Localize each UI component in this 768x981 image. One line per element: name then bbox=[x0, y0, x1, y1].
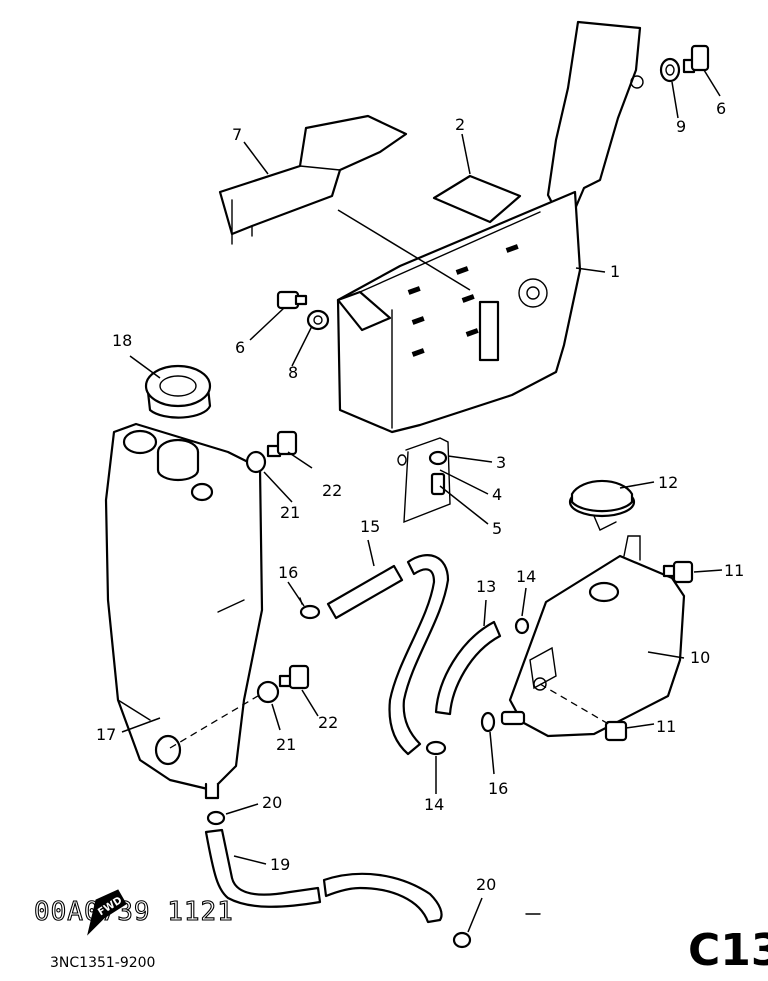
bolt-part-6-left bbox=[276, 290, 308, 310]
reservoir-cap-part-12 bbox=[568, 479, 636, 531]
radiator-cap-part-18 bbox=[144, 364, 212, 419]
hose-part-13 bbox=[434, 620, 502, 716]
hose-part-19-end bbox=[322, 872, 443, 924]
callout-11-upper: 11 bbox=[724, 561, 744, 580]
callout-18: 18 bbox=[112, 331, 132, 350]
callout-21-lower: 21 bbox=[276, 735, 296, 754]
callout-16-left: 16 bbox=[278, 563, 298, 582]
bolt-part-22-upper bbox=[266, 430, 298, 458]
callout-labels: 1 2 3 4 5 6 6 7 8 9 10 11 11 12 13 14 14… bbox=[96, 99, 744, 894]
clamp-part-20-lower bbox=[452, 931, 472, 949]
clamp-part-16-right bbox=[480, 711, 496, 733]
tank-mount-guide bbox=[169, 689, 269, 749]
callout-22-lower: 22 bbox=[318, 713, 338, 732]
collar-part-5 bbox=[430, 472, 446, 496]
leader-lines bbox=[121, 69, 723, 933]
hose-bend-part-15 bbox=[388, 554, 450, 756]
callout-7: 7 bbox=[232, 125, 242, 144]
callout-13: 13 bbox=[476, 577, 496, 596]
reservoir-tank-part-10 bbox=[500, 535, 686, 738]
clip-part-3 bbox=[397, 437, 451, 524]
callout-6-left: 6 bbox=[235, 338, 245, 357]
pad-part-2 bbox=[432, 174, 522, 224]
cover-guide-line bbox=[337, 209, 471, 291]
callout-3: 3 bbox=[496, 453, 506, 472]
reservoir-mount-guide bbox=[539, 683, 613, 727]
catalog-code: 3NC1351-9200 bbox=[50, 955, 155, 971]
callout-20-lower: 20 bbox=[476, 875, 496, 894]
radiator-bracket-part-1 bbox=[336, 20, 644, 434]
grommet-part-8 bbox=[306, 309, 330, 331]
callout-19: 19 bbox=[270, 855, 290, 874]
grommet-part-4 bbox=[428, 450, 448, 466]
cover-part-7 bbox=[218, 114, 408, 245]
callout-9: 9 bbox=[676, 117, 686, 136]
callout-6-top: 6 bbox=[716, 99, 726, 118]
callout-15: 15 bbox=[360, 517, 380, 536]
callout-10: 10 bbox=[690, 648, 710, 667]
washer-part-9 bbox=[659, 57, 681, 83]
hose-part-15 bbox=[326, 564, 404, 620]
callout-22-upper: 22 bbox=[322, 481, 342, 500]
hose-part-19 bbox=[204, 828, 322, 908]
page-id: C13 bbox=[688, 925, 768, 976]
catalog-stamp: 00A0739 1121 bbox=[34, 897, 234, 927]
clamp-part-14-upper bbox=[514, 617, 530, 635]
callout-12: 12 bbox=[658, 473, 678, 492]
grommet-part-21-lower bbox=[256, 680, 280, 704]
callout-14-lower: 14 bbox=[424, 795, 444, 814]
callout-14-upper: 14 bbox=[516, 567, 536, 586]
bolt-part-11-lower bbox=[604, 720, 628, 742]
grommet-part-21-upper bbox=[245, 450, 267, 474]
bolt-part-11-upper bbox=[662, 560, 694, 584]
callout-11-lower: 11 bbox=[656, 717, 676, 736]
bolt-part-22-lower bbox=[278, 664, 310, 690]
callout-8: 8 bbox=[288, 363, 298, 382]
radiator-tank-part-17 bbox=[104, 422, 264, 800]
clamp-part-20-upper bbox=[206, 810, 226, 826]
callout-16-right: 16 bbox=[488, 779, 508, 798]
clamp-part-16-left bbox=[299, 597, 321, 620]
callout-21-upper: 21 bbox=[280, 503, 300, 522]
clamp-part-14-lower bbox=[425, 740, 447, 756]
callout-20-upper: 20 bbox=[262, 793, 282, 812]
bolt-part-6-top bbox=[682, 44, 710, 74]
callout-17: 17 bbox=[96, 725, 116, 744]
callout-2: 2 bbox=[455, 115, 465, 134]
callout-4: 4 bbox=[492, 485, 502, 504]
callout-5: 5 bbox=[492, 519, 502, 538]
callout-1: 1 bbox=[610, 262, 620, 281]
